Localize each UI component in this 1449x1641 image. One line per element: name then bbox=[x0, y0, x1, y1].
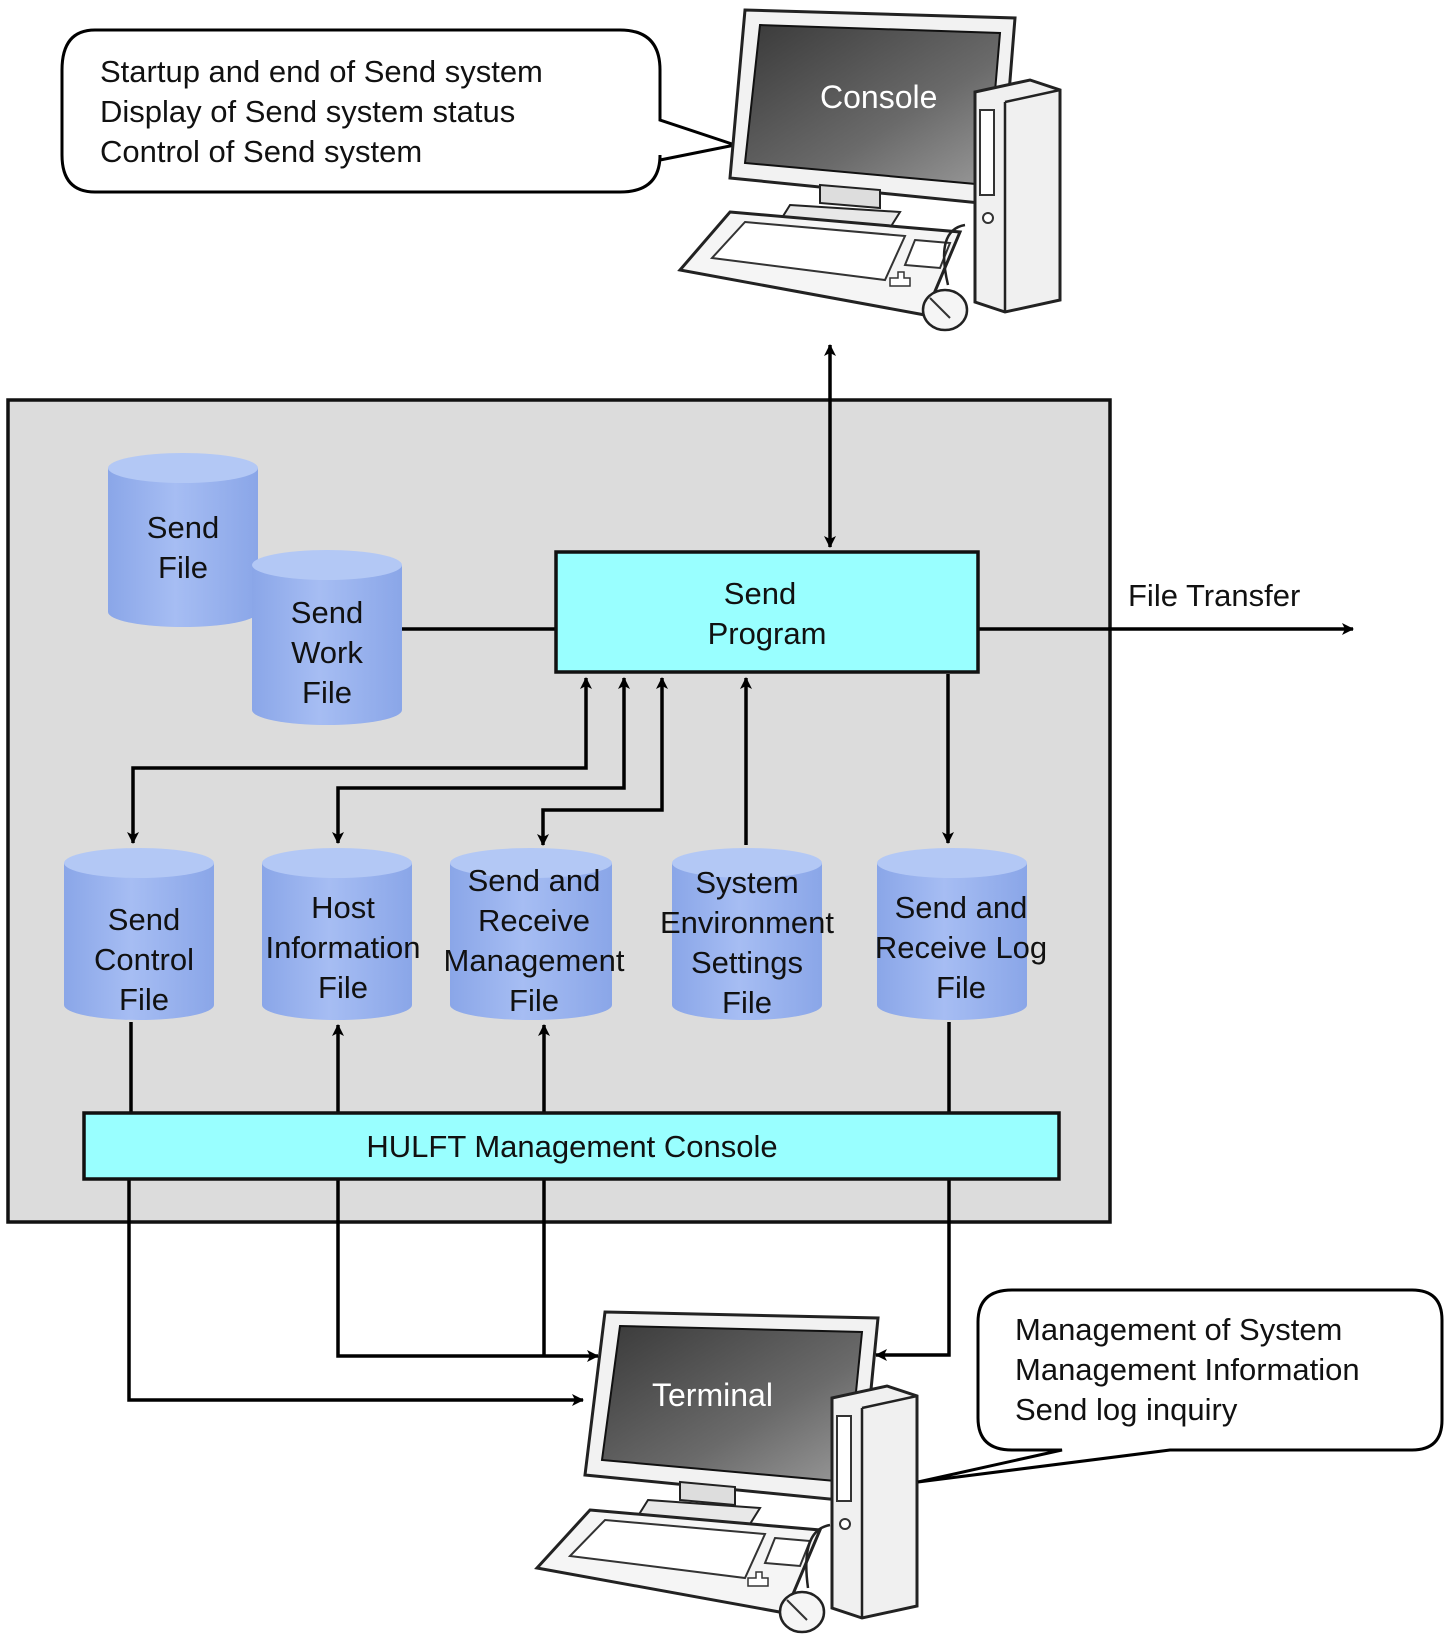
env-settings-file-line-2: Environment bbox=[660, 905, 834, 940]
log-file-line-3: File bbox=[936, 970, 986, 1005]
arrow-mgmt-terminal-2 bbox=[336, 1180, 599, 1362]
console-screen-label: Console bbox=[820, 79, 937, 115]
send-work-file-line-1: Send bbox=[291, 595, 363, 630]
log-file-line-2: Receive Log bbox=[875, 930, 1047, 965]
send-control-file-line-3: File bbox=[119, 982, 169, 1017]
terminal-callout-line-3: Send log inquiry bbox=[1015, 1392, 1238, 1427]
send-program-line-2: Program bbox=[708, 616, 827, 651]
terminal-callout-line-2: Management Information bbox=[1015, 1352, 1360, 1387]
management-file-line-2: Receive bbox=[478, 903, 590, 938]
terminal-callout: Management of System Management Informat… bbox=[917, 1288, 1444, 1484]
console-callout: Startup and end of Send system Display o… bbox=[60, 28, 741, 194]
send-file-line-1: Send bbox=[147, 510, 219, 545]
send-work-file-line-3: File bbox=[302, 675, 352, 710]
host-information-file-line-3: File bbox=[318, 970, 368, 1005]
management-console-box: HULFT Management Console bbox=[82, 1111, 1061, 1181]
send-control-file-line-2: Control bbox=[94, 942, 194, 977]
terminal-computer-icon: Terminal bbox=[534, 1310, 919, 1634]
send-receive-management-file-cylinder: Send and Receive Management File bbox=[444, 848, 625, 1020]
console-callout-line-3: Control of Send system bbox=[100, 134, 422, 169]
console-callout-line-1: Startup and end of Send system bbox=[100, 54, 543, 89]
management-file-line-4: File bbox=[509, 983, 559, 1018]
send-control-file-line-1: Send bbox=[108, 902, 180, 937]
arrow-mgmt-terminal-1 bbox=[127, 1180, 584, 1406]
env-settings-file-line-3: Settings bbox=[691, 945, 803, 980]
arrow-program-management bbox=[537, 677, 668, 846]
send-work-file-line-2: Work bbox=[291, 635, 363, 670]
system-environment-settings-file-cylinder: System Environment Settings File bbox=[660, 848, 834, 1020]
env-settings-file-line-4: File bbox=[722, 985, 772, 1020]
connector-lines bbox=[127, 344, 1354, 1406]
send-receive-log-file-cylinder: Send and Receive Log File bbox=[875, 848, 1047, 1020]
env-settings-file-line-1: System bbox=[695, 865, 798, 900]
send-file-line-2: File bbox=[158, 550, 208, 585]
send-program-line-1: Send bbox=[724, 576, 796, 611]
host-information-file-line-2: Information bbox=[265, 930, 420, 965]
management-console-label: HULFT Management Console bbox=[366, 1129, 777, 1164]
send-control-file-cylinder: Send Control File bbox=[64, 848, 214, 1020]
console-callout-line-2: Display of Send system status bbox=[100, 94, 515, 129]
log-file-line-1: Send and bbox=[895, 890, 1028, 925]
terminal-callout-line-1: Management of System bbox=[1015, 1312, 1342, 1347]
console-computer-icon: Console bbox=[677, 8, 1062, 332]
send-program-box: Send Program bbox=[554, 550, 980, 674]
management-file-line-3: Management bbox=[444, 943, 625, 978]
management-file-line-1: Send and bbox=[468, 863, 601, 898]
host-information-file-cylinder: Host Information File bbox=[262, 848, 421, 1020]
host-information-file-line-1: Host bbox=[311, 890, 375, 925]
send-file-cylinder: Send File bbox=[108, 453, 258, 627]
send-work-file-cylinder: Send Work File bbox=[252, 550, 402, 725]
file-transfer-label: File Transfer bbox=[1128, 578, 1300, 613]
terminal-screen-label: Terminal bbox=[652, 1377, 773, 1413]
arrow-mgmt-terminal-4 bbox=[875, 1180, 951, 1361]
